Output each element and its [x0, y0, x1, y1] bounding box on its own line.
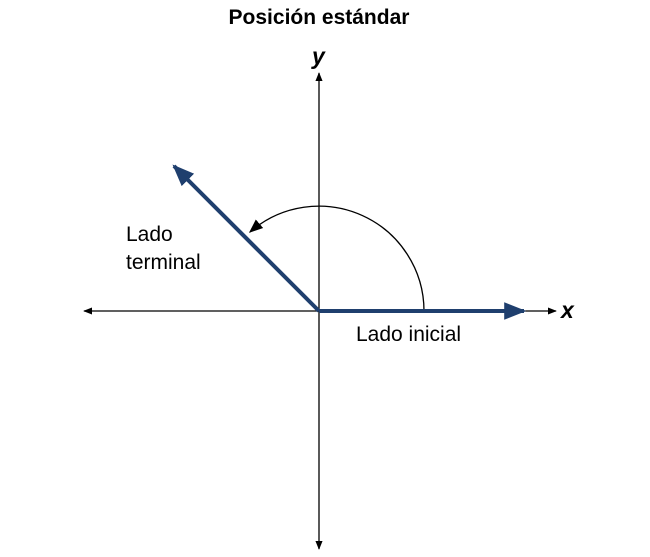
diagram-title: Posición estándar — [229, 6, 410, 29]
initial-side-label: Lado inicial — [356, 323, 461, 346]
angle-arc — [248, 205, 425, 312]
x-axis-label: x — [559, 297, 575, 323]
terminal-side-label-line2: terminal — [126, 251, 201, 274]
terminal-side-label-line1: Lado — [126, 223, 173, 246]
terminal-side-ray — [172, 164, 321, 313]
y-axis-label: y — [311, 43, 326, 69]
